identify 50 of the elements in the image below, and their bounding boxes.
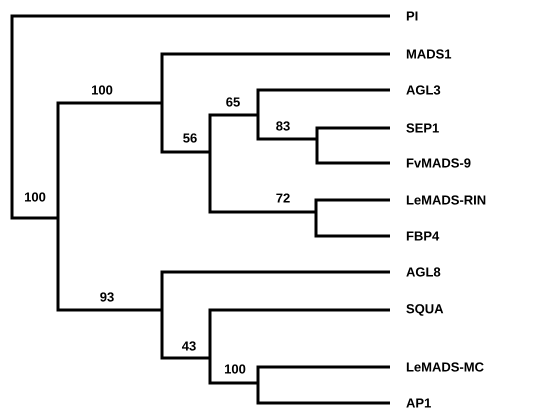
leaf-label: SEP1 [406,123,439,133]
clade-bar [208,308,212,384]
tree-branch [317,162,390,164]
bootstrap-value: 43 [182,341,196,351]
tree-branch [210,210,316,214]
tree-branch [162,270,390,274]
leaf-label: SQUA [406,304,444,316]
leaf-label: FvMADS-9 [406,158,471,168]
tree-branch [12,216,58,220]
tree-branch [258,366,390,368]
tree-branch [317,126,390,130]
leaf-label: FBP4 [406,232,440,240]
leaf-label: AGL3 [406,85,440,95]
clade-bar [10,14,14,220]
tree-branch [162,52,390,56]
leaf-label: PI [406,12,418,20]
leaf-label: AP1 [406,398,431,408]
bootstrap-value: 56 [183,133,197,143]
bootstrap-value: 100 [224,364,246,374]
tree-branch [162,356,210,360]
tree-branch [58,102,162,104]
clade-bar [160,52,164,154]
bootstrap-value: 100 [24,192,46,202]
tree-branch [258,402,390,404]
tree-branch [258,138,317,140]
leaf-label: LeMADS-MC [406,362,484,372]
tree-branch [316,198,390,202]
leaf-label: MADS1 [406,49,452,59]
clade-bar [256,88,260,140]
clade-bar [208,114,212,214]
clade-bar [256,366,260,404]
tree-branch [258,88,390,92]
clade-bar [316,126,318,164]
tree-branch [58,308,162,312]
tree-branch [210,114,258,116]
tree-branch [210,308,390,312]
bootstrap-value: 72 [276,193,290,203]
clade-bar [160,270,164,360]
leaf-label: AGL8 [406,267,440,277]
bootstrap-value: 93 [100,292,114,302]
leaf-label: LeMADS-RIN [406,195,486,205]
bootstrap-value: 83 [276,121,290,131]
clade-bar [56,102,60,312]
tree-branch [210,382,258,384]
tree-branch [162,150,210,154]
bootstrap-value: 65 [226,97,240,107]
clade-bar [314,198,318,238]
bootstrap-value: 100 [92,85,112,95]
tree-branch [12,14,390,18]
tree-branch [316,234,390,238]
